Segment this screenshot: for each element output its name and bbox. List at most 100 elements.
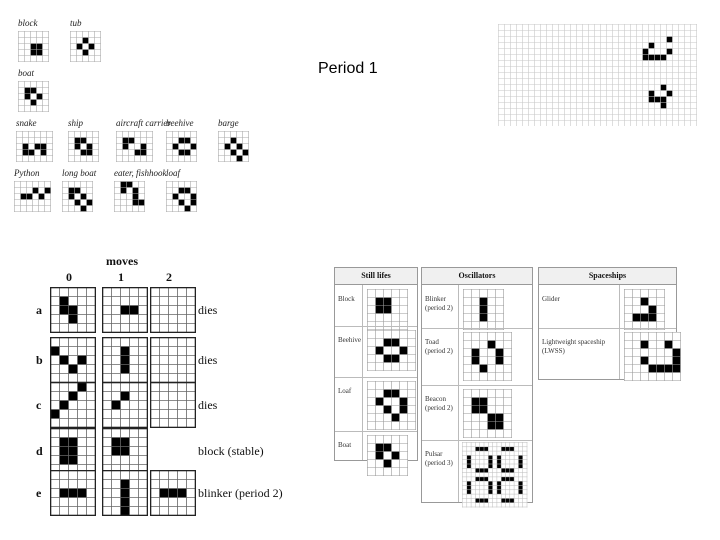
live-cell [178, 137, 185, 144]
live-cell [138, 199, 145, 206]
live-cell [479, 405, 488, 414]
live-cell [38, 193, 45, 200]
live-cell [50, 409, 60, 419]
live-cell [496, 464, 502, 469]
live-cell [391, 389, 400, 398]
live-cell [120, 446, 130, 456]
catalog-label: beehive [166, 118, 194, 128]
live-cell [242, 149, 249, 156]
live-cell [30, 49, 37, 56]
live-cell [505, 476, 510, 482]
live-cell [466, 459, 472, 464]
live-cell [375, 443, 384, 452]
catalog-label: eater, fishhook [114, 168, 167, 178]
live-cell [496, 489, 502, 495]
live-cell [484, 476, 489, 482]
moves-outcome: dies [198, 398, 218, 412]
live-cell [479, 476, 484, 482]
live-cell [466, 455, 472, 460]
live-cell [184, 205, 191, 212]
live-cell [475, 468, 480, 473]
moves-grid [102, 428, 148, 474]
glider-grid [498, 24, 697, 126]
live-cell [484, 468, 489, 473]
live-cell [518, 455, 523, 460]
live-cell [648, 313, 657, 322]
live-cell [74, 199, 81, 206]
live-cell [111, 437, 121, 447]
spaceships-grid [624, 332, 681, 381]
live-cell [496, 455, 502, 460]
live-cell [68, 446, 78, 456]
table-row-label: Lightweight spaceship (LWSS) [542, 338, 606, 355]
live-cell [132, 199, 139, 206]
live-cell [59, 437, 69, 447]
live-cell [475, 498, 480, 503]
live-cell [488, 464, 493, 469]
table-row-label: Toad (period 2) [425, 338, 453, 355]
moves-column-label: 0 [66, 270, 72, 284]
live-cell [120, 355, 130, 365]
live-cell [59, 355, 69, 365]
live-cell [383, 389, 392, 398]
live-cell [132, 193, 139, 200]
live-cell [77, 382, 87, 392]
live-cell [80, 205, 87, 212]
moves-row-letter: a [36, 303, 42, 317]
live-cell [59, 296, 69, 306]
live-cell [120, 346, 130, 356]
live-cell [383, 405, 392, 414]
live-cell [509, 476, 515, 482]
live-cell [68, 187, 75, 194]
live-cell [140, 149, 147, 156]
live-cell [172, 143, 179, 150]
spaceships-header: Spaceships [539, 268, 676, 285]
live-cell [88, 43, 95, 50]
live-cell [168, 488, 178, 498]
still_lifes-grid [367, 289, 408, 330]
live-cell [391, 354, 400, 363]
moves-grid [102, 287, 148, 333]
live-cell [68, 314, 78, 324]
live-cell [672, 364, 681, 373]
live-cell [184, 149, 191, 156]
live-cell [632, 313, 641, 322]
live-cell [495, 356, 504, 365]
live-cell [80, 149, 87, 156]
live-cell [26, 193, 33, 200]
live-cell [648, 305, 657, 314]
live-cell [140, 143, 147, 150]
table-row-label: Block [338, 295, 355, 303]
live-cell [77, 488, 87, 498]
live-cell [664, 340, 673, 349]
live-cell [24, 93, 31, 100]
live-cell [59, 455, 69, 465]
moves-outcome: dies [198, 353, 218, 367]
live-cell [132, 187, 139, 194]
moves-grid [50, 382, 96, 428]
moves-column-label: 1 [118, 270, 124, 284]
moves-grid [150, 337, 196, 383]
moves-outcome: dies [198, 303, 218, 317]
pulsar-grid [462, 442, 528, 508]
live-cell [518, 485, 523, 490]
live-cell [660, 102, 667, 109]
live-cell [640, 356, 649, 365]
live-cell [501, 476, 506, 482]
live-cell [120, 497, 130, 507]
table-row-divider [422, 440, 532, 441]
live-cell [505, 446, 510, 452]
catalog-label: aircraft carrier [116, 118, 171, 128]
live-cell [501, 446, 506, 452]
moves-grid [102, 470, 148, 516]
moves-grid [50, 337, 96, 383]
live-cell [518, 459, 523, 464]
live-cell [28, 149, 35, 156]
still_lifes-grid [367, 330, 416, 371]
live-cell [375, 346, 384, 355]
live-cell [59, 446, 69, 456]
live-cell [190, 193, 197, 200]
live-cell [120, 305, 130, 315]
live-cell [642, 48, 649, 55]
live-cell [36, 93, 43, 100]
